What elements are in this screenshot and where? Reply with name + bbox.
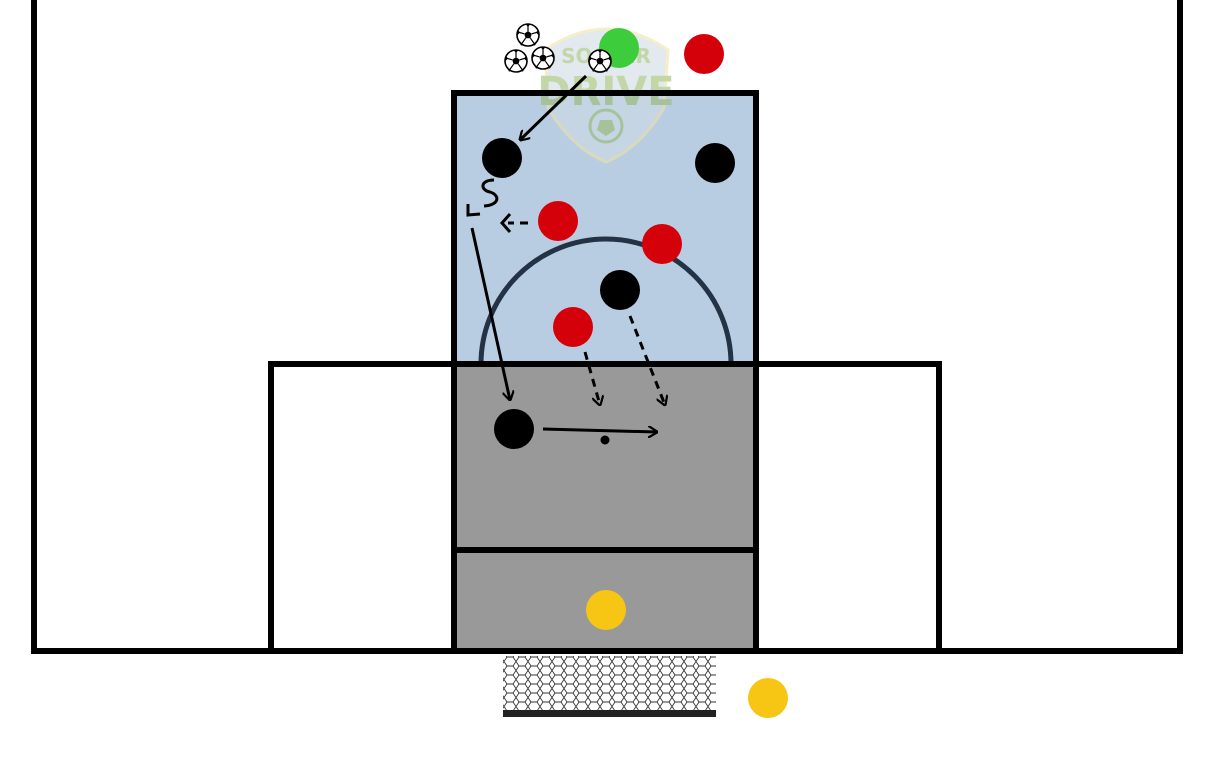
defender-press-arrowhead — [499, 213, 512, 233]
field-lines — [31, 0, 1183, 654]
defender-player — [553, 307, 593, 347]
pass-arrow — [520, 74, 588, 140]
target-dot — [600, 435, 610, 445]
dribble-path — [481, 178, 499, 208]
defender-player — [538, 201, 578, 241]
defender-player — [684, 34, 724, 74]
server-ball-icon — [588, 49, 612, 73]
movement-arrows — [466, 74, 665, 432]
long-pass-arrow — [470, 227, 510, 400]
shot-arrow — [542, 429, 657, 432]
arc-line — [478, 236, 734, 365]
defender-player — [642, 224, 682, 264]
goalkeeper-player — [586, 590, 626, 630]
dribble-arrowhead — [466, 204, 481, 217]
defender-run-arrow — [583, 351, 600, 405]
attacker-player — [482, 138, 522, 178]
goal-net-icon — [503, 656, 716, 717]
goalkeeper-player — [748, 678, 788, 718]
attacker-player — [494, 409, 534, 449]
attacker-player — [600, 270, 640, 310]
attacker-player — [695, 143, 735, 183]
attacker-run-arrow — [628, 315, 665, 405]
